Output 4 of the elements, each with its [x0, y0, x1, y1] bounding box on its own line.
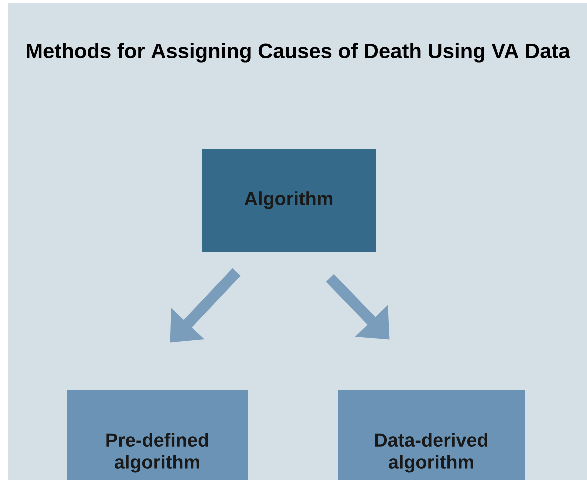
process-box: Data-derived algorithm	[338, 390, 525, 480]
title: Methods for Assigning Causes of Death Using VA Data	[27, 43, 570, 63]
process-box: Pre-defined algorithm	[67, 390, 248, 480]
process-box: Algorithm	[202, 148, 376, 252]
